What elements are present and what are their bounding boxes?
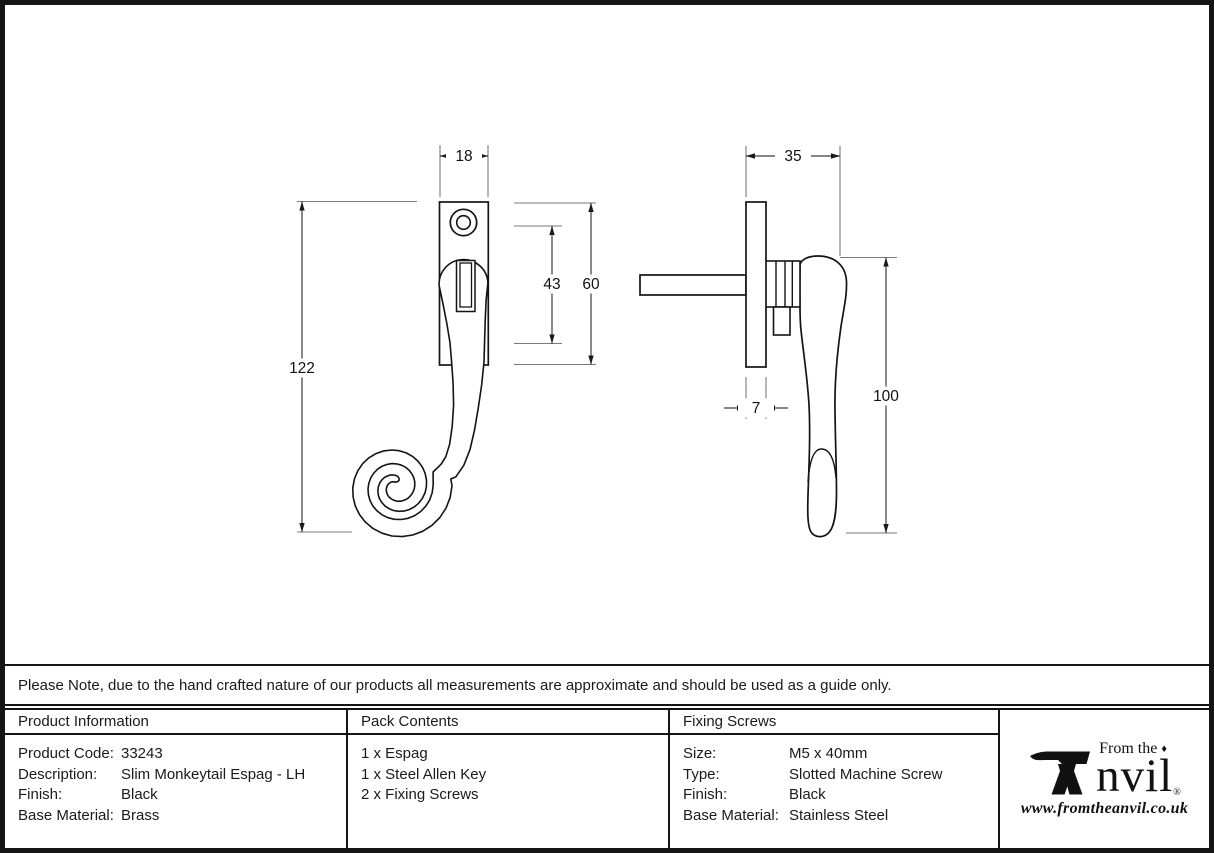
row-value: Stainless Steel — [789, 806, 889, 824]
side-locking-pin — [772, 306, 791, 336]
side-backplate — [745, 201, 767, 368]
note-row: Please Note, due to the hand crafted nat… — [5, 666, 1209, 706]
header-fixing-screws: Fixing Screws — [670, 710, 1000, 735]
side-view — [639, 201, 848, 538]
side-handle-grip — [798, 255, 848, 538]
fixing-screws-cell: Size: M5 x 40mm Type: Slotted Machine Sc… — [670, 735, 1000, 848]
table-row: Finish: Black — [18, 785, 346, 806]
side-handle-face-groove — [807, 448, 837, 483]
header-pack-contents: Pack Contents — [348, 710, 670, 735]
brand-logo: From the ♦ nvil ® www.fromtheanvil.co.uk — [1021, 740, 1188, 818]
row-label: Finish: — [18, 786, 63, 803]
list-item: 2 x Fixing Screws — [361, 786, 479, 803]
dimension-front-height: 122 — [289, 360, 315, 377]
brand-name-text: nvil — [1096, 750, 1174, 802]
row-value: Slotted Machine Screw — [789, 765, 943, 783]
table-row: Type: Slotted Machine Screw — [683, 765, 998, 786]
table-row: Product Code: 33243 — [18, 744, 346, 765]
side-spindle-bar — [639, 274, 747, 296]
brand-tagline-text: From the — [1099, 740, 1158, 757]
header-fixing-screws-label: Fixing Screws — [683, 713, 777, 730]
header-pack-contents-label: Pack Contents — [361, 713, 459, 730]
dimension-side-handle-length: 100 — [873, 388, 899, 405]
table-row: Base Material: Brass — [18, 806, 346, 827]
brand-url: www.fromtheanvil.co.uk — [1020, 800, 1189, 817]
brand-logo-row: From the ♦ nvil ® — [1021, 740, 1188, 802]
table-row: Description: Slim Monkeytail Espag - LH — [18, 765, 346, 786]
row-value: 33243 — [121, 745, 163, 762]
brand-wordmark: From the ♦ nvil ® — [1096, 740, 1181, 802]
diamond-icon: ♦ — [1161, 743, 1167, 755]
header-product-information-label: Product Information — [18, 713, 149, 730]
row-label: Type: — [683, 765, 720, 783]
front-spindle-slot-inner — [459, 262, 473, 308]
row-label: Description: — [18, 765, 98, 783]
dimension-layer: 18 35 122 43 60 100 7 — [284, 145, 904, 534]
front-monkeytail-handle — [352, 258, 489, 538]
table-row: Size: M5 x 40mm — [683, 744, 998, 765]
technical-drawing-area: 18 35 122 43 60 100 7 — [5, 5, 1209, 666]
pack-contents-cell: 1 x Espag 1 x Steel Allen Key 2 x Fixing… — [348, 735, 670, 848]
list-item: 1 x Steel Allen Key — [361, 765, 487, 783]
row-label: Base Material: — [683, 806, 779, 824]
dimension-side-depth: 35 — [784, 148, 801, 165]
list-item: 1 x Espag — [361, 745, 428, 762]
note-text: Please Note, due to the hand crafted nat… — [18, 676, 892, 694]
brand-logo-cell: From the ♦ nvil ® www.fromtheanvil.co.uk — [1000, 710, 1209, 848]
brand-tagline: From the ♦ — [1099, 740, 1167, 758]
row-value: Black — [121, 786, 158, 803]
dimension-front-width: 18 — [455, 148, 472, 165]
table-row: Base Material: Stainless Steel — [683, 806, 998, 827]
dimension-front-hole-span: 43 — [543, 276, 560, 293]
table-row: Finish: Black — [683, 785, 998, 806]
dimension-front-plate-height: 60 — [582, 276, 600, 293]
registered-mark: ® — [1173, 787, 1181, 798]
spec-table: Product Information Pack Contents Fixing… — [5, 708, 1209, 848]
anvil-icon — [1030, 751, 1091, 795]
row-value: M5 x 40mm — [789, 745, 868, 762]
side-collar — [764, 260, 801, 308]
technical-drawing-svg: 18 35 122 43 60 100 7 — [284, 145, 904, 538]
row-value: Slim Monkeytail Espag - LH — [121, 765, 306, 783]
front-view — [352, 201, 490, 538]
row-label: Product Code: — [18, 745, 114, 762]
dimension-side-plate-thickness: 7 — [752, 400, 761, 417]
row-label: Finish: — [683, 786, 728, 803]
row-value: Black — [789, 786, 826, 803]
header-product-information: Product Information — [5, 710, 348, 735]
row-value: Brass — [121, 806, 160, 824]
row-label: Size: — [683, 745, 717, 762]
product-information-cell: Product Code: 33243 Description: Slim Mo… — [5, 735, 348, 848]
front-screw-hole-inner — [455, 214, 472, 231]
row-label: Base Material: — [18, 806, 114, 824]
